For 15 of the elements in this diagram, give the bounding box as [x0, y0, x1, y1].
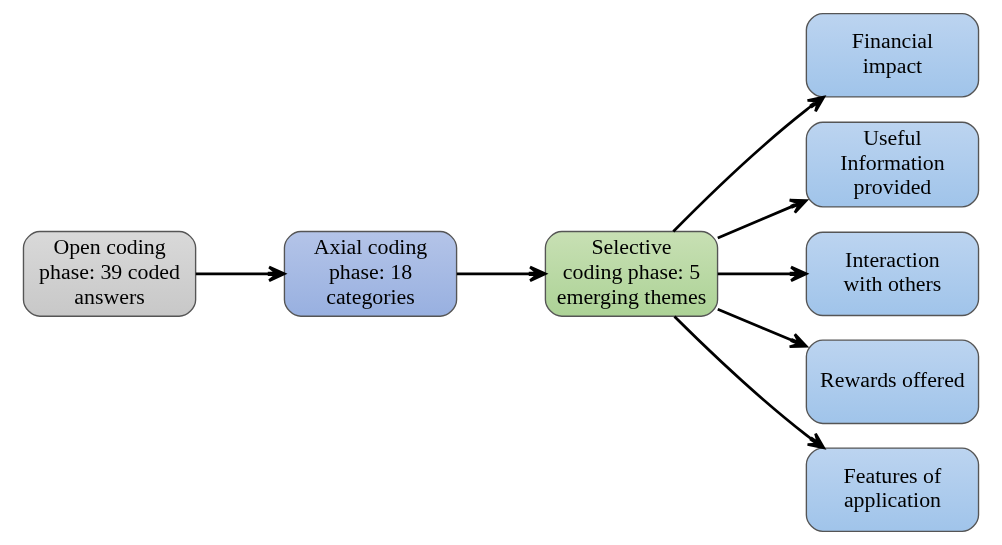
arrow — [456, 265, 547, 282]
arrow — [717, 198, 808, 240]
node-box: Useful Information provided — [805, 121, 980, 208]
node-box: Financial impact — [805, 12, 980, 98]
arrow — [717, 308, 808, 349]
arrow — [672, 95, 826, 233]
node-box: Axial coding phase: 18 categories — [283, 230, 458, 317]
node-box: Interaction with others — [805, 231, 980, 317]
node-box: Open coding phase: 39 coded answers — [22, 230, 197, 317]
arrow — [717, 265, 808, 282]
arrow — [195, 265, 286, 282]
node-box: Rewards offered — [805, 339, 980, 425]
node-box: Selective coding phase: 5 emerging themes — [544, 230, 719, 317]
arrow — [673, 315, 826, 450]
node-box: Features of application — [805, 447, 980, 533]
